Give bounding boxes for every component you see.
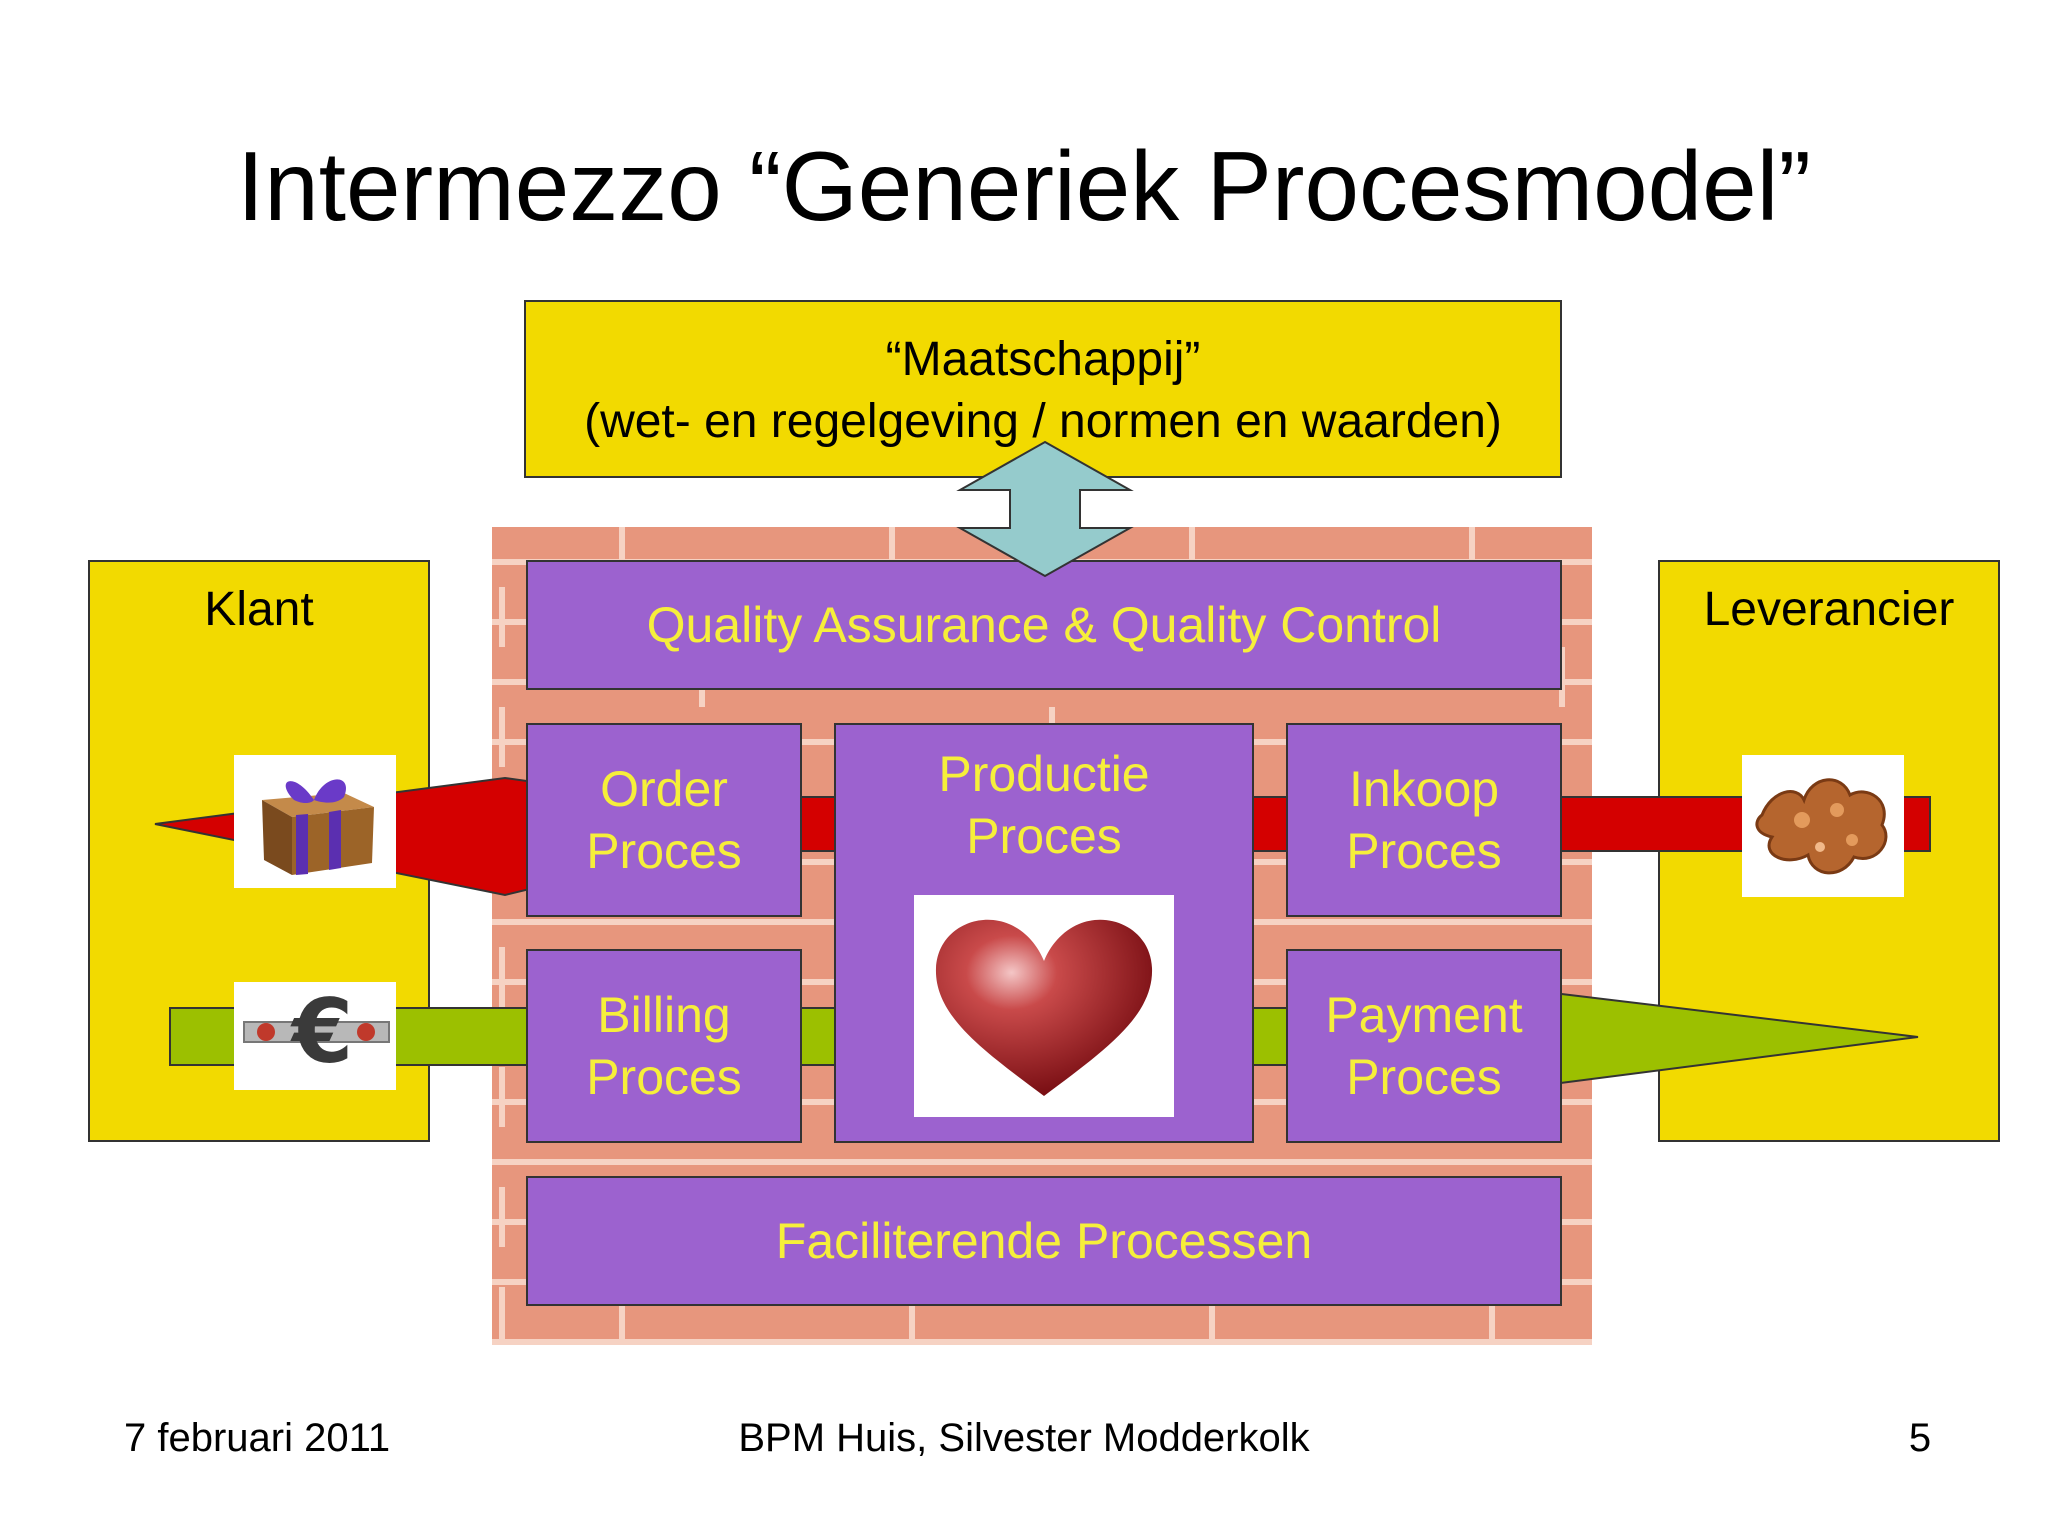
qa-box: Quality Assurance & Quality Control [526,560,1562,690]
euro-pipe-icon: € [234,980,396,1090]
slide-title: Intermezzo “Generiek Procesmodel” [236,131,1812,241]
society-title: “Maatschappij” [885,333,1201,386]
gift-icon [234,755,396,888]
svg-text:€: € [290,982,353,1083]
payment-proces-line1: Payment [1325,987,1523,1043]
productie-proces-line1: Productie [938,746,1150,802]
heart-icon [914,895,1174,1117]
leverancier-label: Leverancier [1703,583,1955,636]
order-proces-line1: Order [600,761,728,817]
order-proces-box: Order Proces [526,723,802,917]
billing-proces-line1: Billing [597,987,731,1043]
payment-proces-box: Payment Proces [1286,949,1562,1143]
billing-proces-line2: Proces [586,1049,742,1105]
inkoop-proces-line2: Proces [1346,823,1502,879]
society-subtitle: (wet- en regelgeving / normen en waarden… [584,395,1502,448]
order-proces-line2: Proces [586,823,742,879]
footer-author: BPM Huis, Silvester Modderkolk [738,1416,1310,1460]
productie-proces-box: Productie Proces [834,723,1254,1143]
society-qa-arrow [956,440,1134,578]
inkoop-proces-line1: Inkoop [1348,761,1500,817]
productie-proces-line2: Proces [966,808,1122,864]
faciliterende-processen-box: Faciliterende Processen [526,1176,1562,1306]
inkoop-proces-box: Inkoop Proces [1286,723,1562,917]
billing-proces-box: Billing Proces [526,949,802,1143]
qa-label: Quality Assurance & Quality Control [646,597,1442,653]
copper-ore-icon [1742,755,1904,897]
footer-page-number: 5 [1908,1416,1932,1460]
klant-label: Klant [204,583,314,636]
footer-date: 7 februari 2011 [124,1416,391,1460]
payment-proces-line2: Proces [1346,1049,1502,1105]
faciliterende-processen-label: Faciliterende Processen [775,1213,1313,1269]
